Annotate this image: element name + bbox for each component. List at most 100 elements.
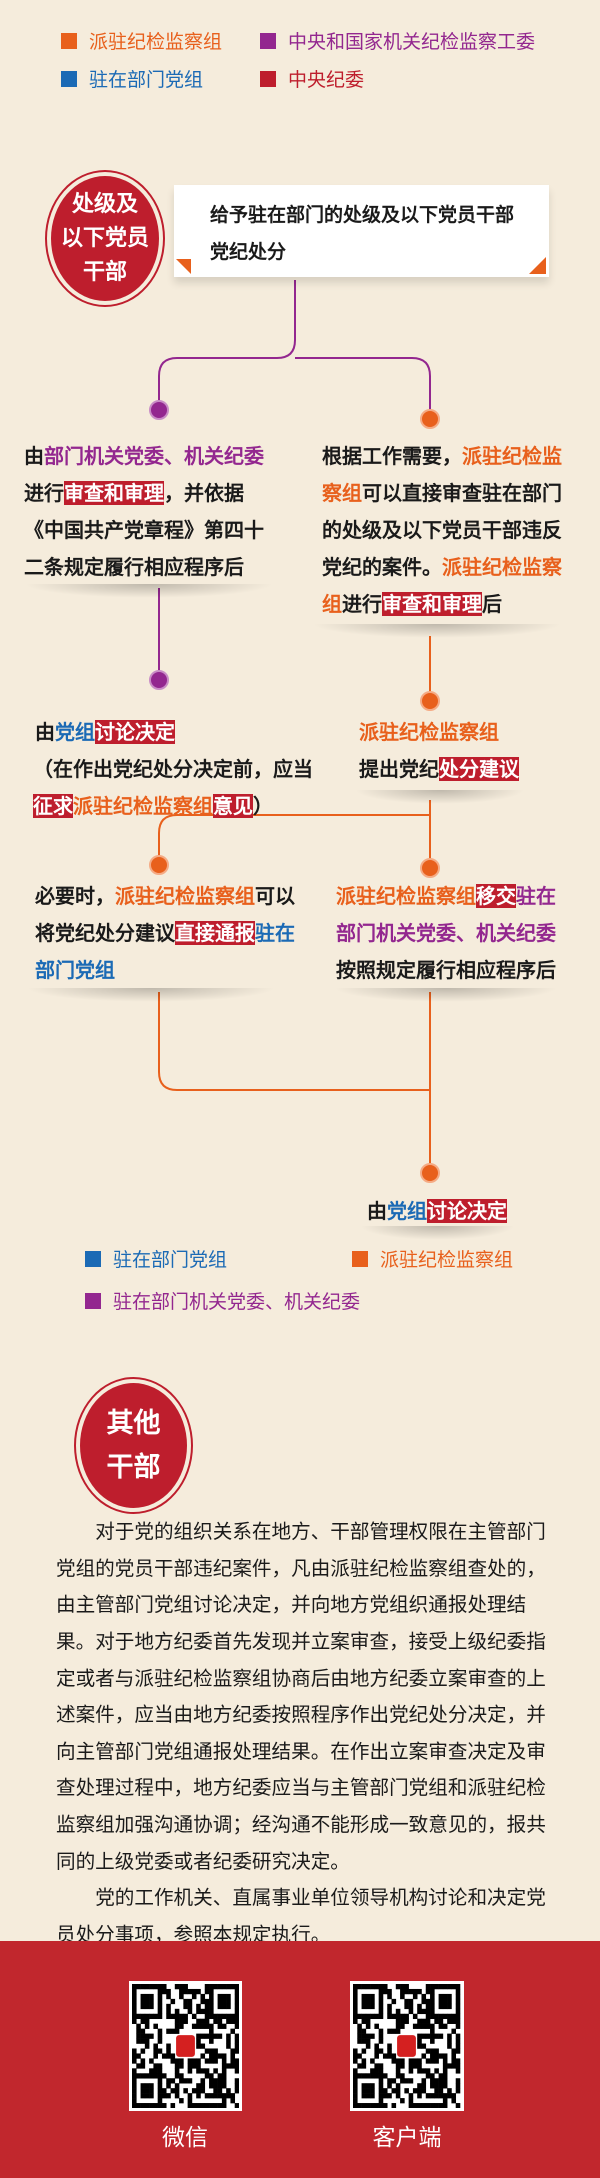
qr-module — [378, 1984, 384, 1990]
qr-module — [230, 2058, 236, 2064]
qr-module — [234, 2018, 240, 2024]
qr-module — [455, 2063, 461, 2069]
qr-module — [144, 2018, 150, 2024]
qr-module — [166, 2003, 171, 2010]
qr-module — [153, 1984, 158, 1990]
qr-module — [395, 2023, 401, 2029]
qr-module — [157, 1998, 163, 2005]
qr-module — [191, 2023, 197, 2029]
qr-module — [421, 2018, 427, 2024]
qr-module — [200, 2053, 206, 2059]
qr-module — [408, 2008, 414, 2015]
qr-module — [140, 2033, 146, 2039]
qr-module — [382, 2103, 388, 2109]
legend-swatch — [61, 70, 77, 87]
qr-module — [438, 2023, 444, 2029]
qr-module — [174, 2058, 180, 2064]
qr-module — [221, 2068, 227, 2074]
qr-module — [161, 2088, 167, 2094]
qr-module — [144, 2003, 150, 2010]
qr-module — [157, 2033, 163, 2039]
qr-module — [353, 2003, 358, 2010]
qr-module — [221, 2103, 227, 2109]
qr-module — [183, 1998, 188, 2005]
qr-module — [217, 2033, 223, 2039]
footer: 微信 客户端 — [0, 1941, 600, 2178]
qr-module — [353, 2103, 358, 2109]
qr-module — [179, 2018, 184, 2024]
qr-module — [221, 2098, 227, 2104]
qr-module — [447, 2063, 452, 2069]
qr-module — [382, 2088, 388, 2094]
qr-module — [200, 2068, 206, 2074]
qr-module — [213, 2068, 218, 2074]
qr-module — [438, 2088, 444, 2094]
qr-module — [400, 1984, 405, 1990]
qr-module — [234, 2088, 240, 2094]
qr-module — [430, 2083, 435, 2089]
qr-module — [404, 1998, 409, 2005]
node-shadow — [26, 988, 276, 1002]
qr-module — [132, 2103, 137, 2109]
qr-module — [391, 2103, 397, 2109]
qr-module — [387, 2083, 392, 2089]
qr-module — [417, 2083, 422, 2089]
qr-module — [395, 1984, 401, 1990]
qr-module — [221, 2058, 227, 2064]
qr-module — [378, 2013, 384, 2020]
qr-module — [140, 2013, 146, 2020]
qr-module — [404, 1984, 409, 1990]
qr-module — [417, 2043, 422, 2049]
qr-module — [404, 2088, 409, 2094]
qr-module — [387, 2048, 392, 2054]
node-dot-purple — [149, 670, 169, 690]
qr-module — [226, 1998, 231, 2005]
qr-module — [442, 2053, 448, 2059]
qr-module — [361, 2013, 367, 2020]
qr-module — [166, 2093, 171, 2099]
qr-module — [234, 2043, 240, 2049]
qr-module — [353, 2093, 358, 2099]
qr-module — [412, 1988, 418, 1995]
qr-module — [221, 2063, 227, 2069]
qr-module — [217, 2023, 223, 2029]
qr-module — [144, 1998, 150, 2005]
qr-module — [132, 2098, 137, 2104]
qr-module — [149, 1998, 154, 2005]
qr-module — [140, 2018, 146, 2024]
qr-module — [365, 2013, 371, 2020]
qr-module — [378, 2088, 384, 2094]
qr-module — [217, 2003, 223, 2010]
qr-module — [374, 1984, 379, 1990]
qr-module — [430, 2003, 435, 2010]
qr-module — [234, 2103, 240, 2109]
qr-module — [455, 2058, 461, 2064]
legend-item-central-state-organs: 中央和国家机关纪检监察工委 — [260, 27, 535, 54]
qr-module — [447, 1993, 452, 2000]
qr-module — [382, 1988, 388, 1995]
qr-module — [132, 2073, 137, 2079]
qr-module — [196, 2043, 201, 2049]
qr-module — [365, 1984, 371, 1990]
qr-module — [425, 1998, 431, 2005]
qr-module — [136, 1984, 141, 1990]
qr-module — [209, 2028, 214, 2034]
qr-module — [391, 2028, 397, 2034]
qr-module — [166, 1988, 171, 1995]
qr-module — [425, 2033, 431, 2039]
node-dot-orange — [420, 1163, 440, 1183]
qr-module — [361, 2063, 367, 2069]
qr-module — [166, 1993, 171, 2000]
qr-module — [149, 2058, 154, 2064]
qr-code-app[interactable] — [350, 1981, 464, 2111]
node-dot-orange — [420, 691, 440, 711]
qr-module — [209, 2003, 214, 2010]
qr-module — [157, 2073, 163, 2079]
qr-module — [408, 2058, 414, 2064]
qr-module — [370, 2013, 375, 2020]
qr-module — [451, 2093, 457, 2099]
qr-module — [370, 2088, 375, 2094]
qr-code-wechat[interactable] — [129, 1981, 242, 2111]
qr-module — [455, 2018, 461, 2024]
qr-module — [357, 2033, 362, 2039]
